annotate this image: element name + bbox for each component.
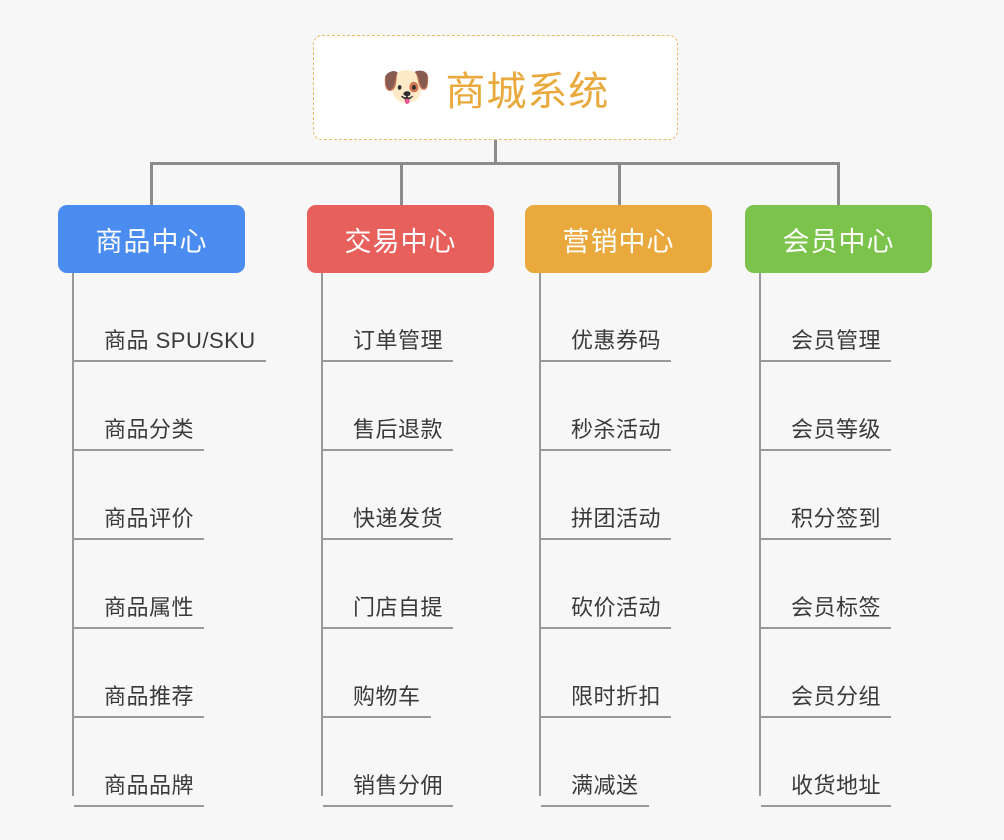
- list-item-underline: 商品评价: [74, 501, 205, 540]
- list-item-label: 会员标签: [791, 595, 882, 620]
- list-item-label: 会员管理: [791, 328, 882, 353]
- list-item-label: 拼团活动: [571, 506, 662, 531]
- list-item-label: 限时折扣: [571, 684, 662, 709]
- list-item-label: 快递发货: [353, 506, 444, 531]
- list-item-label: 秒杀活动: [571, 417, 662, 442]
- list-item-underline: 优惠券码: [541, 323, 672, 362]
- list-item-underline: 商品 SPU/SKU: [74, 323, 266, 362]
- list-item-label: 优惠券码: [571, 328, 662, 353]
- list-item[interactable]: 商品推荐: [72, 629, 288, 718]
- branch-header[interactable]: 商品中心: [58, 205, 245, 273]
- list-item[interactable]: 收货地址: [759, 718, 975, 807]
- list-item[interactable]: 商品评价: [72, 451, 288, 540]
- list-item-underline: 砍价活动: [541, 590, 672, 629]
- list-item-underline: 商品品牌: [74, 768, 205, 807]
- list-item[interactable]: 会员分组: [759, 629, 975, 718]
- list-item[interactable]: 购物车: [321, 629, 537, 718]
- branch-item-list: 商品 SPU/SKU 商品分类商品评价商品属性商品推荐商品品牌: [72, 273, 288, 807]
- list-item[interactable]: 秒杀活动: [539, 362, 755, 451]
- list-item-underline: 会员分组: [761, 679, 892, 718]
- list-item-label: 商品推荐: [104, 684, 195, 709]
- list-item-underline: 会员管理: [761, 323, 892, 362]
- list-item[interactable]: 商品属性: [72, 540, 288, 629]
- connector-horizontal-bar: [150, 162, 840, 165]
- list-item-label: 销售分佣: [353, 773, 444, 798]
- dog-face-icon: 🐶: [381, 64, 432, 109]
- list-item-label: 积分签到: [791, 506, 882, 531]
- root-node[interactable]: 🐶 商城系统: [313, 35, 678, 140]
- branch-item-list: 会员管理会员等级积分签到会员标签会员分组收货地址: [759, 273, 975, 807]
- list-item[interactable]: 优惠券码: [539, 273, 755, 362]
- branch-item-list: 优惠券码秒杀活动拼团活动砍价活动限时折扣满减送: [539, 273, 755, 807]
- list-item-label: 商品分类: [104, 417, 195, 442]
- list-item-underline: 拼团活动: [541, 501, 672, 540]
- branch-column-1: 商品中心商品 SPU/SKU 商品分类商品评价商品属性商品推荐商品品牌: [58, 205, 288, 807]
- list-item[interactable]: 商品 SPU/SKU: [72, 273, 288, 362]
- list-item-label: 砍价活动: [571, 595, 662, 620]
- connector-drop-4: [837, 162, 840, 205]
- list-item[interactable]: 会员管理: [759, 273, 975, 362]
- list-item-label: 收货地址: [791, 773, 882, 798]
- list-item[interactable]: 限时折扣: [539, 629, 755, 718]
- branch-column-2: 交易中心订单管理售后退款快递发货门店自提购物车销售分佣: [307, 205, 537, 807]
- list-item[interactable]: 满减送: [539, 718, 755, 807]
- list-item-label: 商品品牌: [104, 773, 195, 798]
- list-item[interactable]: 商品品牌: [72, 718, 288, 807]
- list-item-label: 购物车: [353, 684, 421, 709]
- branch-column-4: 会员中心会员管理会员等级积分签到会员标签会员分组收货地址: [745, 205, 975, 807]
- list-item-label: 会员分组: [791, 684, 882, 709]
- page-title: 商城系统: [445, 69, 610, 114]
- list-item[interactable]: 拼团活动: [539, 451, 755, 540]
- list-item[interactable]: 门店自提: [321, 540, 537, 629]
- branch-header[interactable]: 营销中心: [525, 205, 712, 273]
- list-item[interactable]: 积分签到: [759, 451, 975, 540]
- branch-trunk-line: [759, 273, 761, 796]
- branch-header[interactable]: 会员中心: [745, 205, 932, 273]
- list-item-underline: 购物车: [323, 679, 431, 718]
- list-item-underline: 门店自提: [323, 590, 454, 629]
- list-item-label: 商品 SPU/SKU: [104, 328, 256, 353]
- list-item-label: 会员等级: [791, 417, 882, 442]
- list-item-underline: 订单管理: [323, 323, 454, 362]
- list-item-label: 门店自提: [353, 595, 444, 620]
- list-item[interactable]: 会员等级: [759, 362, 975, 451]
- connector-drop-2: [400, 162, 403, 205]
- list-item[interactable]: 砍价活动: [539, 540, 755, 629]
- connector-drop-1: [150, 162, 153, 205]
- list-item-underline: 积分签到: [761, 501, 892, 540]
- list-item-underline: 限时折扣: [541, 679, 672, 718]
- list-item[interactable]: 售后退款: [321, 362, 537, 451]
- branch-column-3: 营销中心优惠券码秒杀活动拼团活动砍价活动限时折扣满减送: [525, 205, 755, 807]
- list-item-underline: 会员标签: [761, 590, 892, 629]
- list-item-label: 售后退款: [353, 417, 444, 442]
- list-item-label: 订单管理: [353, 328, 444, 353]
- list-item-underline: 商品分类: [74, 412, 205, 451]
- list-item-label: 满减送: [571, 773, 639, 798]
- branch-trunk-line: [321, 273, 323, 796]
- list-item-underline: 收货地址: [761, 768, 892, 807]
- list-item-underline: 售后退款: [323, 412, 454, 451]
- list-item-underline: 销售分佣: [323, 768, 454, 807]
- list-item-underline: 会员等级: [761, 412, 892, 451]
- list-item[interactable]: 销售分佣: [321, 718, 537, 807]
- list-item[interactable]: 会员标签: [759, 540, 975, 629]
- branch-header[interactable]: 交易中心: [307, 205, 494, 273]
- list-item[interactable]: 订单管理: [321, 273, 537, 362]
- list-item-underline: 商品推荐: [74, 679, 205, 718]
- connector-stem: [494, 140, 497, 164]
- connector-drop-3: [618, 162, 621, 205]
- branch-item-list: 订单管理售后退款快递发货门店自提购物车销售分佣: [321, 273, 537, 807]
- list-item-underline: 快递发货: [323, 501, 454, 540]
- list-item-label: 商品评价: [104, 506, 195, 531]
- list-item-label: 商品属性: [104, 595, 195, 620]
- list-item-underline: 满减送: [541, 768, 649, 807]
- branch-trunk-line: [539, 273, 541, 796]
- list-item-underline: 商品属性: [74, 590, 205, 629]
- list-item[interactable]: 商品分类: [72, 362, 288, 451]
- branch-trunk-line: [72, 273, 74, 796]
- list-item-underline: 秒杀活动: [541, 412, 672, 451]
- list-item[interactable]: 快递发货: [321, 451, 537, 540]
